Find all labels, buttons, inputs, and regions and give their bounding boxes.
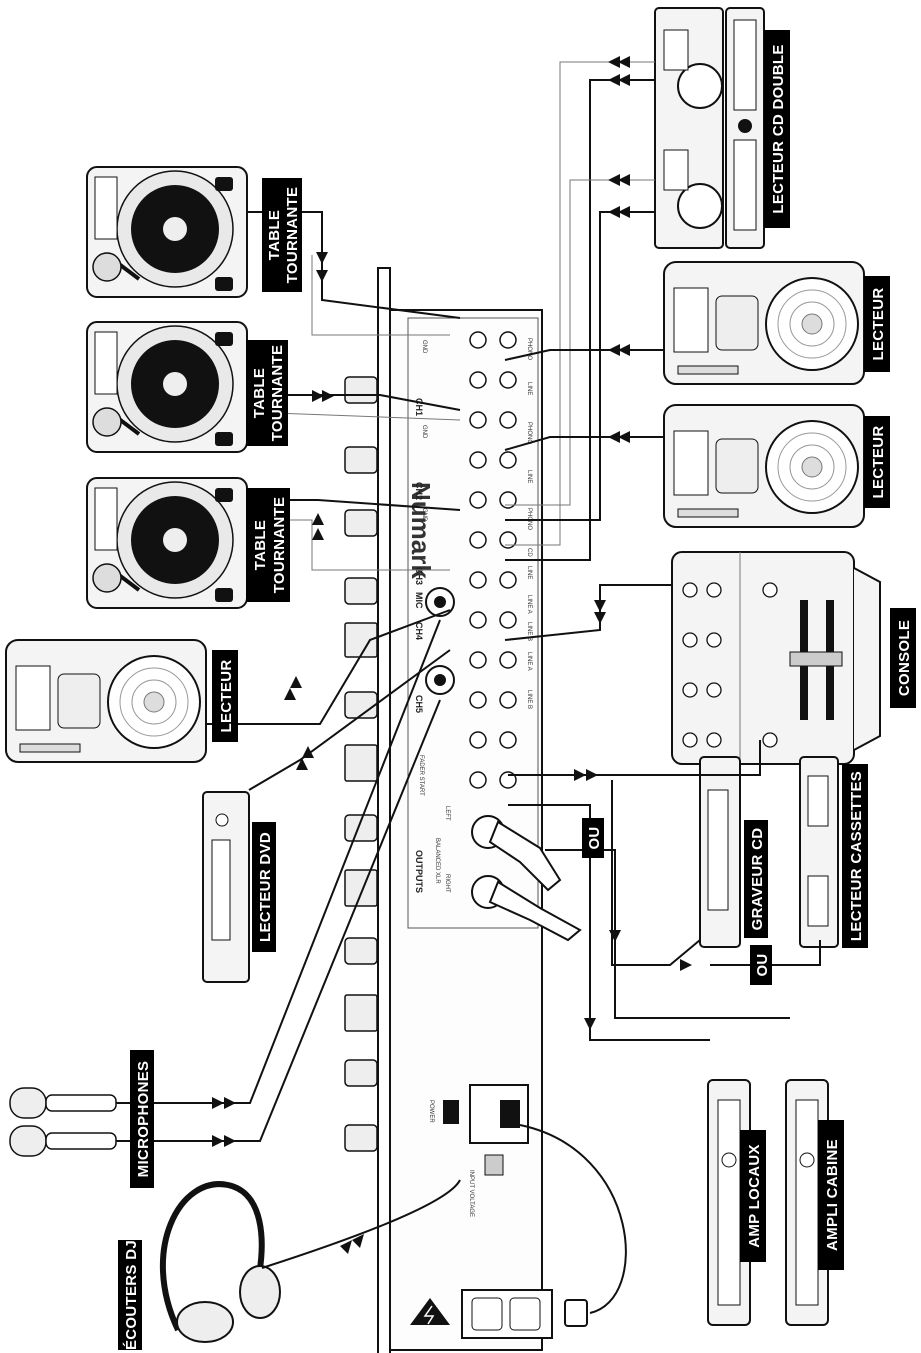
label-amp-local-text: AMP LOCAUX (746, 1144, 763, 1248)
turntable-icon-2 (85, 320, 249, 454)
high-voltage-icon (410, 1298, 450, 1325)
label-player-left: LECTEUR (212, 650, 238, 742)
mixer-console-icon (671, 551, 881, 765)
mic-label: MIC (414, 592, 424, 609)
turntable-icon-3 (85, 476, 249, 610)
label-player-right-2: LECTEUR (864, 416, 890, 508)
label-amp-booth-text: AMPLI CABINE (824, 1139, 841, 1251)
power-plug-icon (564, 1299, 588, 1327)
input-label-7: LINE (526, 566, 532, 579)
label-player-left-text: LECTEUR (218, 660, 235, 733)
input-label-10: LINE A (526, 652, 532, 671)
gnd-label-3: GND (421, 508, 427, 522)
headphones-icon (159, 1181, 281, 1343)
label-turntable-1-line1: TABLE (266, 210, 283, 260)
label-headphones: ÉCOUTERS DJ (118, 1240, 142, 1350)
label-turntable-2-line2: TOURNANTE (269, 345, 286, 442)
label-dvd: LECTEUR DVD (252, 822, 276, 952)
mixer-brand: Numark (406, 482, 436, 579)
label-turntable-1: TABLE TOURNANTE (262, 178, 302, 292)
input-label-2: LINE (526, 382, 532, 395)
label-turntable-2: TABLE TOURNANTE (246, 340, 288, 446)
dual-cd-icon (654, 7, 765, 249)
label-microphones-text: MICROPHONES (135, 1061, 152, 1178)
label-console: CONSOLE (890, 608, 916, 708)
label-cassette: LECTEUR CASSETTES (842, 764, 868, 948)
label-turntable-1-line2: TOURNANTE (284, 187, 301, 284)
label-dual-cd: LECTEUR CD DOUBLE (764, 30, 790, 228)
label-player-right-1: LECTEUR (864, 276, 890, 372)
input-jacks (469, 331, 517, 789)
fader-start-label: FADER START (418, 755, 424, 796)
label-or-recorders: OU (750, 945, 772, 985)
label-console-text: CONSOLE (896, 620, 913, 696)
label-turntable-3-line2: TOURNANTE (271, 497, 288, 594)
amplifier-icon-local (707, 1079, 751, 1326)
right-label: RIGHT (444, 874, 450, 893)
connection-cables (158, 56, 821, 1314)
input-voltage-label: INPUT VOLTAGE (468, 1170, 474, 1217)
channel-label-ch3: CH3 (414, 567, 424, 585)
input-label-4: LINE (526, 470, 532, 483)
input-label-3: PHONO (526, 422, 532, 444)
microphone-icon-2 (9, 1125, 158, 1157)
label-dual-cd-text: LECTEUR CD DOUBLE (770, 44, 787, 213)
power-label: POWER (428, 1100, 434, 1123)
power-outlet-icon (461, 1289, 553, 1339)
label-turntable-2-line1: TABLE (251, 368, 268, 418)
cd-burner-icon (699, 756, 741, 948)
label-cassette-text: LECTEUR CASSETTES (848, 771, 865, 941)
label-microphones: MICROPHONES (130, 1050, 154, 1188)
turntable-icon-1 (85, 165, 249, 299)
label-headphones-text: ÉCOUTERS DJ (123, 1240, 140, 1350)
left-label: LEFT (444, 806, 450, 821)
input-label-11: LINE B (526, 690, 532, 709)
label-player-right-2-text: LECTEUR (870, 426, 887, 499)
label-or-recorders-text: OU (754, 953, 771, 976)
label-player-right-1-text: LECTEUR (870, 288, 887, 361)
balanced-label: BALANCED XLR (434, 838, 440, 884)
dvd-player-icon (202, 791, 250, 983)
gnd-label-1: GND (421, 340, 427, 354)
input-label-6: CD (526, 548, 532, 557)
cd-player-icon-right-2 (663, 404, 865, 528)
channel-label-ch5: CH5 (414, 695, 424, 713)
channel-label-ch2: CH2 (414, 482, 424, 500)
input-label-1: PHONO (526, 338, 532, 360)
label-or-outputs: OU (582, 818, 604, 858)
channel-label-ch4: CH4 (414, 622, 424, 640)
label-cd-burner-text: GRAVEUR CD (749, 828, 766, 931)
cassette-deck-icon (799, 756, 839, 948)
cd-player-icon-right-1 (663, 261, 865, 385)
input-label-9: LINE B (526, 622, 532, 641)
label-amp-local: AMP LOCAUX (740, 1130, 766, 1262)
mixer-unit: Numark CH1 CH2 CH3 CH4 CH5 MIC GND GND G… (344, 267, 543, 1353)
label-amp-booth: AMPLI CABINE (818, 1120, 844, 1270)
input-label-8: LINE A (526, 595, 532, 614)
gnd-label-2: GND (421, 425, 427, 439)
label-turntable-3-line1: TABLE (252, 520, 269, 570)
label-or-outputs-text: OU (586, 826, 603, 849)
channel-label-ch1: CH1 (414, 398, 424, 416)
label-cd-burner: GRAVEUR CD (744, 820, 768, 938)
cd-player-icon-left (5, 639, 207, 763)
outputs-label: OUTPUTS (414, 850, 424, 893)
label-dvd-text: LECTEUR DVD (257, 832, 274, 942)
label-turntable-3: TABLE TOURNANTE (246, 488, 290, 602)
